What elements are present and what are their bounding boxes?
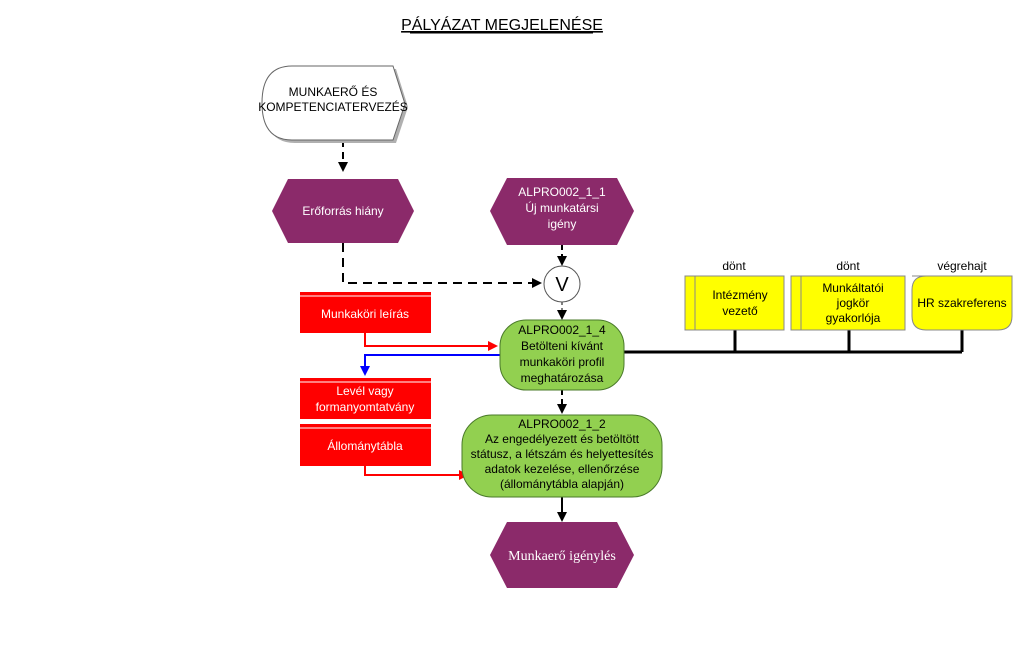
- start-label-1: MUNKAERŐ ÉS: [289, 84, 378, 99]
- event-resource-shortage: Erőforrás hiány: [272, 179, 414, 243]
- doc-job-description-label: Munkaköri leírás: [321, 307, 409, 321]
- doc-staff-table: Állománytábla: [300, 424, 431, 466]
- doc-letter-form-label-1: Levél vagy: [336, 384, 393, 398]
- role-label-1a: Intézmény: [712, 288, 767, 302]
- event-workforce-request: Munkaerő igénylés: [490, 522, 634, 588]
- event-new-need-label-1: ALPRO002_1_1: [518, 185, 606, 199]
- event-request-label: Munkaerő igénylés: [508, 549, 616, 564]
- edge-jobdesc-to-profile: [364, 333, 498, 351]
- function-profile-label-4: meghatározása: [521, 371, 604, 385]
- page-title: PÁLYÁZAT MEGJELENÉSE: [401, 15, 603, 34]
- connector-or: V: [543, 265, 581, 303]
- event-new-need-label-3: igény: [548, 217, 577, 231]
- function-profile: ALPRO002_1_4 Betölteni kívánt munkaköri …: [499, 319, 625, 391]
- event-resource-label: Erőforrás hiány: [302, 204, 383, 218]
- doc-letter-form-label-2: formanyomtatvány: [316, 400, 415, 414]
- connector-label: V: [555, 274, 569, 296]
- role-label-2b: jogkör: [836, 296, 870, 310]
- role-label-1b: vezető: [722, 304, 758, 318]
- start-process-interface: MUNKAERŐ ÉS KOMPETENCIATERVEZÉS: [258, 65, 408, 143]
- edge-resource-to-connector: [342, 243, 542, 288]
- edge-profile-to-letter: [360, 354, 500, 376]
- function-status-label-4: adatok kezelése, ellenőrzése: [485, 462, 640, 476]
- function-profile-label-2: Betölteni kívánt: [521, 339, 604, 353]
- role-label-2a: Munkáltatói: [822, 281, 883, 295]
- role-action-3: végrehajt: [937, 259, 987, 273]
- edge-stafftable-to-status: [364, 466, 469, 480]
- role-intezmeny-vezeto: dönt Intézmény vezető: [684, 259, 785, 331]
- role-action-2: dönt: [836, 259, 860, 273]
- role-munkaltatoi-jogkor: dönt Munkáltatói jogkör gyakorlója: [790, 259, 906, 331]
- role-action-1: dönt: [722, 259, 746, 273]
- doc-job-description: Munkaköri leírás: [300, 292, 431, 333]
- role-label-3a: HR szakreferens: [917, 296, 1006, 310]
- function-profile-label-1: ALPRO002_1_4: [518, 323, 606, 337]
- role-label-2c: gyakorlója: [826, 311, 881, 325]
- doc-staff-table-label: Állománytábla: [327, 438, 403, 453]
- event-new-need-label-2: Új munkatársi: [525, 200, 598, 215]
- function-status-label-2: Az engedélyezett és betöltött: [485, 432, 640, 446]
- function-status-label-5: (állománytábla alapján): [500, 477, 624, 491]
- function-status: ALPRO002_1_2 Az engedélyezett és betöltö…: [461, 414, 663, 498]
- event-new-need: ALPRO002_1_1 Új munkatársi igény: [490, 178, 634, 245]
- role-hr-szakreferens: végrehajt HR szakreferens: [911, 259, 1013, 331]
- start-label-2: KOMPETENCIATERVEZÉS: [258, 99, 408, 114]
- function-status-label-3: státusz, a létszám és helyettesítés: [471, 447, 654, 461]
- doc-letter-form: Levél vagy formanyomtatvány: [300, 378, 431, 419]
- function-profile-label-3: munkaköri profil: [520, 355, 605, 369]
- function-status-label-1: ALPRO002_1_2: [518, 417, 606, 431]
